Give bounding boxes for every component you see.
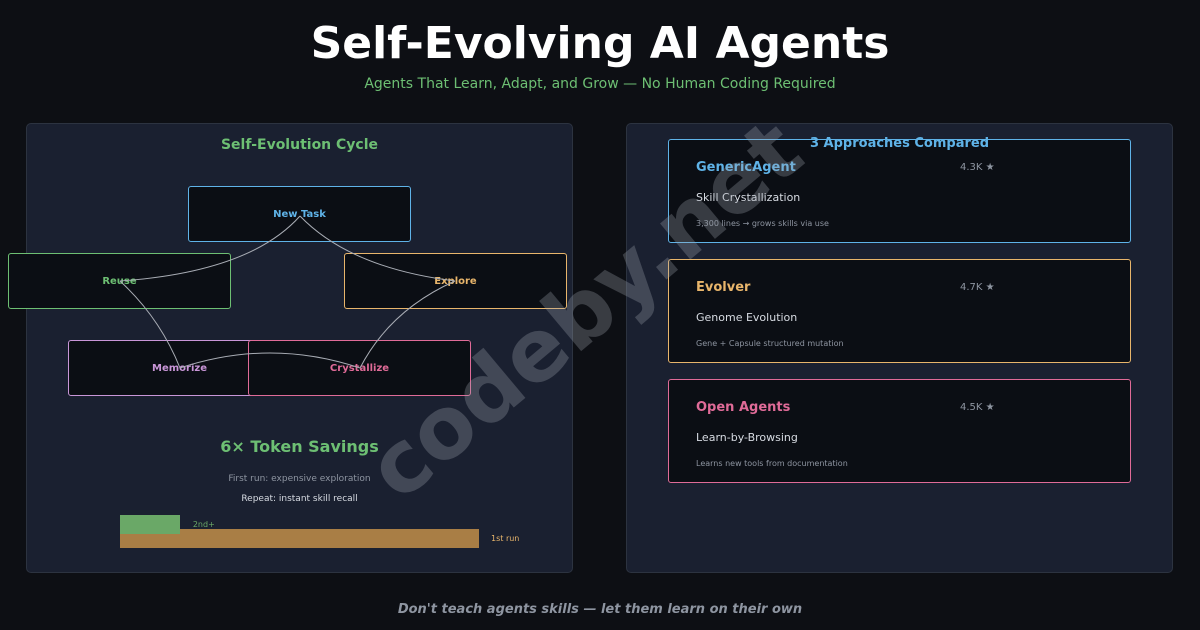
savings-first-run: First run: expensive exploration: [228, 474, 371, 484]
bar-label-repeat: 2nd+: [192, 520, 215, 529]
bar-repeat-run: [120, 515, 180, 534]
card-open-agents: Open Agents 4.5K ★ Learn-by-Browsing Lea…: [668, 379, 1131, 483]
bar-first-run: [120, 529, 479, 548]
card-method: Genome Evolution: [696, 311, 798, 324]
savings-repeat: Repeat: instant skill recall: [241, 494, 358, 504]
comparison-title: 3 Approaches Compared: [809, 136, 990, 151]
page-subtitle: Agents That Learn, Adapt, and Grow — No …: [364, 76, 836, 92]
node-crystallize: Crystallize: [248, 340, 471, 396]
card-evolver: Evolver 4.7K ★ Genome Evolution Gene + C…: [668, 259, 1131, 363]
node-explore: Explore: [344, 253, 567, 309]
card-stars: 4.3K ★: [960, 162, 995, 173]
card-name: Evolver: [696, 280, 751, 295]
card-desc: Learns new tools from documentation: [696, 459, 848, 468]
cycle-title: Self-Evolution Cycle: [220, 137, 379, 153]
footer-tagline: Don't teach agents skills — let them lea…: [397, 602, 803, 617]
card-name: GenericAgent: [696, 160, 796, 175]
card-method: Skill Crystallization: [696, 191, 801, 204]
card-stars: 4.5K ★: [960, 402, 995, 413]
bar-label-first: 1st run: [491, 534, 520, 543]
card-method: Learn-by-Browsing: [696, 431, 798, 444]
card-stars: 4.7K ★: [960, 282, 995, 293]
card-name: Open Agents: [696, 400, 791, 415]
card-desc: Gene + Capsule structured mutation: [696, 339, 844, 348]
node-new-task: New Task: [188, 186, 411, 242]
page-title: Self-Evolving AI Agents: [310, 18, 890, 69]
node-reuse: Reuse: [8, 253, 231, 309]
card-desc: 3,300 lines → grows skills via use: [696, 219, 829, 228]
card-genericagent: GenericAgent 4.3K ★ Skill Crystallizatio…: [668, 139, 1131, 243]
savings-title: 6× Token Savings: [220, 437, 379, 456]
